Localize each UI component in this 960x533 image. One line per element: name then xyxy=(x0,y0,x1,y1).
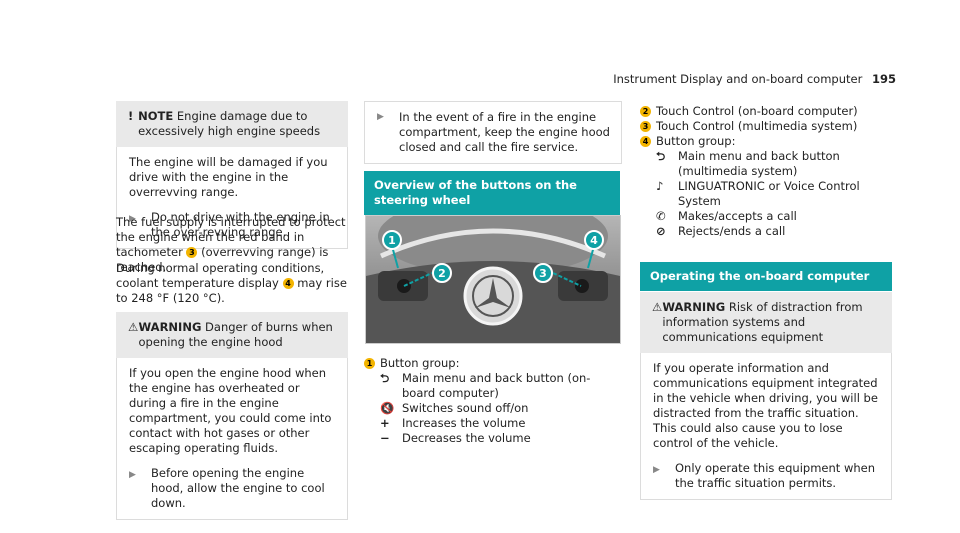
button-list-1: 1 Button group: ⮌ Main menu and back but… xyxy=(364,356,620,446)
warning-step-text: Before opening the engine hood, allow th… xyxy=(151,466,325,510)
note-header: ! NOTE Engine damage due to excessively … xyxy=(116,101,348,147)
sub-item-text: Rejects/ends a call xyxy=(678,224,786,238)
para2-text: During normal operating conditions, cool… xyxy=(116,261,325,290)
section-title-buttons: Overview of the buttons on the steering … xyxy=(364,171,620,215)
warning-header: ⚠ WARNING Risk of distraction from infor… xyxy=(640,292,892,353)
callout-3-circle xyxy=(533,263,553,283)
sub-item: ⊘ Rejects/ends a call xyxy=(640,224,880,239)
plus-icon: + xyxy=(380,416,390,430)
note-step-text: Do not drive with the engine in the over… xyxy=(151,210,330,239)
list-item: 4 Button group: xyxy=(640,134,880,149)
page-number: 195 xyxy=(871,72,896,86)
sub-item-text: Main menu and back button (multimedia sy… xyxy=(678,149,840,178)
para1-text-end: (overrevving range) is reached. xyxy=(116,245,329,274)
warning-title: WARNING xyxy=(138,320,202,334)
fire-step-box: ▶ In the event of a fire in the engine c… xyxy=(364,101,622,164)
item-4-badge: 4 xyxy=(640,136,651,147)
callout-1-label: 1 xyxy=(388,234,396,247)
callout-3-badge: 3 xyxy=(186,247,198,258)
callout-4-circle xyxy=(584,230,604,250)
paragraph-coolant: During normal operating conditions, cool… xyxy=(116,261,350,306)
steering-wheel-illustration: 1 2 3 4 xyxy=(366,216,620,343)
item-4-text: Button group: xyxy=(656,134,736,148)
note-body-text: The engine will be damaged if you drive … xyxy=(129,155,328,199)
fire-step-text: In the event of a fire in the engine com… xyxy=(399,110,610,154)
back-button-icon: ⮌ xyxy=(380,371,390,385)
sub-item: − Decreases the volume xyxy=(364,431,620,446)
warning-header: ⚠ WARNING Danger of burns when opening t… xyxy=(116,312,348,358)
sub-item: ⮌ Main menu and back button (multimedia … xyxy=(640,149,880,179)
phone-reject-icon: ⊘ xyxy=(656,224,666,238)
minus-icon: − xyxy=(380,431,390,445)
sub-item: ✆ Makes/accepts a call xyxy=(640,209,880,224)
para1-text: The fuel supply is interrupted to protec… xyxy=(116,215,346,259)
callout-4-label: 4 xyxy=(590,234,598,247)
back-button-icon: ⮌ xyxy=(656,149,666,163)
sub-item-text: Decreases the volume xyxy=(402,431,531,445)
para2-text-end: may rise to 248 °F (120 °C). xyxy=(116,276,347,305)
item-3-badge: 3 xyxy=(640,121,651,132)
list-item: 1 Button group: xyxy=(364,356,620,371)
warning-head-text: Risk of distraction from information sys… xyxy=(662,300,863,344)
phone-accept-icon: ✆ xyxy=(656,209,666,223)
note-title: NOTE xyxy=(138,109,174,123)
warning-step-text: Only operate this equipment when the tra… xyxy=(675,461,876,490)
warning-body: If you operate information and communica… xyxy=(640,353,892,500)
page-header: Instrument Display and on-board computer… xyxy=(613,72,896,86)
warning-head-text: Danger of burns when opening the engine … xyxy=(138,320,333,349)
sub-item-text: Makes/accepts a call xyxy=(678,209,797,223)
step-arrow-icon: ▶ xyxy=(377,112,384,122)
sub-item: 🔇 Switches sound off/on xyxy=(364,401,620,416)
sub-item: ♪ LINGUATRONIC or Voice Control System xyxy=(640,179,880,209)
button-list-2: 2 Touch Control (on-board computer) 3 To… xyxy=(640,104,880,239)
callout-4-badge: 4 xyxy=(282,278,294,289)
sub-item: + Increases the volume xyxy=(364,416,620,431)
warning-triangle-icon: ⚠ xyxy=(128,320,139,334)
paragraph-fuel-supply: The fuel supply is interrupted to protec… xyxy=(116,215,350,275)
item-1-label: Button group: xyxy=(380,356,460,370)
note-box: ! NOTE Engine damage due to excessively … xyxy=(116,101,348,249)
warning-body-text: If you operate information and communica… xyxy=(653,361,878,450)
step-arrow-icon: ▶ xyxy=(129,470,136,480)
callout-3-label: 3 xyxy=(539,267,547,280)
callout-1-circle xyxy=(382,230,402,250)
header-section: Instrument Display and on-board computer xyxy=(613,72,863,86)
sub-item-text: LINGUATRONIC or Voice Control System xyxy=(678,179,860,208)
sub-item-text: Main menu and back button (on-board comp… xyxy=(402,371,591,400)
warning-step: ▶ Before opening the engine hood, allow … xyxy=(129,466,337,511)
step-arrow-icon: ▶ xyxy=(129,214,136,224)
warning-step: ▶ Only operate this equipment when the t… xyxy=(653,461,881,491)
voice-control-icon: ♪ xyxy=(656,179,664,193)
item-2-badge: 2 xyxy=(640,106,651,117)
list-item: 2 Touch Control (on-board computer) xyxy=(640,104,880,119)
warning-body: If you open the engine hood when the eng… xyxy=(116,358,348,520)
steering-wheel-photo: 1 2 3 4 xyxy=(365,215,621,344)
fire-step: ▶ In the event of a fire in the engine c… xyxy=(377,110,611,155)
callout-2-label: 2 xyxy=(438,267,446,280)
warning-box-distraction: ⚠ WARNING Risk of distraction from infor… xyxy=(640,292,892,500)
warning-box-burns: ⚠ WARNING Danger of burns when opening t… xyxy=(116,312,348,520)
sub-item-text: Increases the volume xyxy=(402,416,526,430)
warning-body-text: If you open the engine hood when the eng… xyxy=(129,366,332,455)
item-1-badge: 1 xyxy=(364,358,375,369)
step-arrow-icon: ▶ xyxy=(653,465,660,475)
sub-item: ⮌ Main menu and back button (on-board co… xyxy=(364,371,620,401)
section-title-onboard: Operating the on-board computer xyxy=(640,262,892,291)
item-3-text: Touch Control (multimedia system) xyxy=(656,119,858,133)
sub-item-text: Switches sound off/on xyxy=(402,401,529,415)
callout-2-circle xyxy=(432,263,452,283)
note-step: ▶ Do not drive with the engine in the ov… xyxy=(129,210,337,240)
warning-title: WARNING xyxy=(662,300,726,314)
mute-icon: 🔇 xyxy=(380,401,395,415)
item-2-text: Touch Control (on-board computer) xyxy=(656,104,858,118)
warning-triangle-icon: ⚠ xyxy=(652,300,663,314)
notice-icon: ! xyxy=(128,109,134,123)
note-head-text: Engine damage due to excessively high en… xyxy=(138,109,321,138)
note-body: The engine will be damaged if you drive … xyxy=(116,147,348,249)
list-item: 3 Touch Control (multimedia system) xyxy=(640,119,880,134)
